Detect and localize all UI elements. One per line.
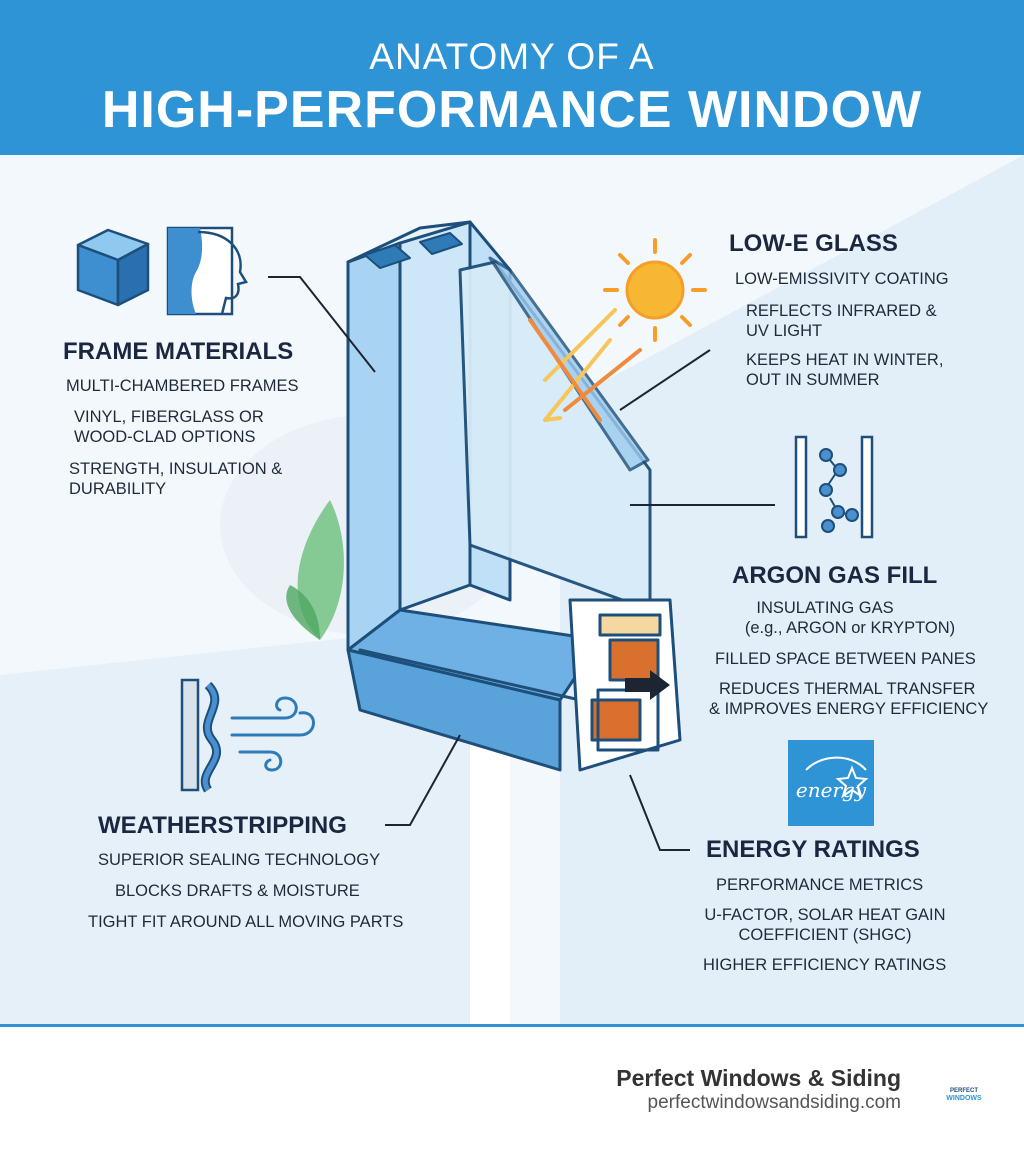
brand-url[interactable]: perfectwindowsandsiding.com (647, 1092, 901, 1113)
argon-item-3b: & IMPROVES ENERGY EFFICIENCY (709, 700, 989, 718)
svg-text:WINDOWS: WINDOWS (946, 1095, 982, 1102)
frame-materials-heading: FRAME MATERIALS (63, 338, 294, 365)
wind-icon (180, 678, 315, 793)
lowe-item-3a: KEEPS HEAT IN WINTER, (746, 351, 944, 369)
footer-divider (0, 1024, 1024, 1027)
sun-icon (603, 238, 707, 342)
argon-item-1b: (e.g., ARGON or KRYPTON) (744, 619, 956, 637)
leaf-icon (286, 500, 344, 640)
weather-item-1: SUPERIOR SEALING TECHNOLOGY (98, 851, 381, 869)
frame-item-2a: VINYL, FIBERGLASS OR (74, 408, 264, 426)
energy-item-1: PERFORMANCE METRICS (716, 876, 924, 894)
weatherstripping-heading: WEATHERSTRIPPING (98, 812, 347, 839)
light-rays (528, 308, 642, 422)
energy-item-2a: U-FACTOR, SOLAR HEAT GAIN (704, 906, 946, 924)
frame-item-3a: STRENGTH, INSULATION & (69, 460, 283, 478)
argon-item-1a: INSULATING GAS (756, 599, 894, 617)
svg-text:PERFECT: PERFECT (950, 1088, 978, 1094)
argon-gas-heading: ARGON GAS FILL (732, 562, 938, 589)
frame-item-2b: WOOD-CLAD OPTIONS (74, 428, 256, 446)
lowe-item-2a: REFLECTS INFRARED & (746, 302, 937, 320)
title-line-2: HIGH-PERFORMANCE WINDOW (101, 81, 923, 139)
weather-item-2: BLOCKS DRAFTS & MOISTURE (115, 882, 360, 900)
energy-star-icon: energy (788, 740, 874, 826)
title-line-1: ANATOMY OF A (369, 36, 655, 77)
energy-logo-text: energy (796, 778, 867, 802)
molecule-icon (794, 435, 874, 539)
argon-item-3a: REDUCES THERMAL TRANSFER (719, 680, 976, 698)
argon-item-2: FILLED SPACE BETWEEN PANES (715, 650, 976, 668)
energy-item-2b: COEFFICIENT (SHGC) (738, 926, 912, 944)
cube-icon (76, 228, 150, 307)
profile-head-icon (166, 226, 248, 316)
header-banner: ANATOMY OF A HIGH-PERFORMANCE WINDOW (0, 0, 1024, 155)
brand-name: Perfect Windows & Siding (616, 1065, 901, 1091)
energy-item-3: HIGHER EFFICIENCY RATINGS (703, 956, 947, 974)
energy-ratings-heading: ENERGY RATINGS (706, 836, 920, 863)
leader-lines (268, 276, 775, 851)
window-frame (346, 220, 682, 772)
frame-item-3b: DURABILITY (69, 480, 167, 498)
lowe-item-1: LOW-EMISSIVITY COATING (735, 270, 949, 288)
window-diagram: energy (76, 220, 874, 851)
frame-item-1: MULTI-CHAMBERED FRAMES (66, 377, 299, 395)
weather-item-3: TIGHT FIT AROUND ALL MOVING PARTS (88, 913, 404, 931)
lowe-item-2b: UV LIGHT (746, 322, 823, 340)
lowe-item-3b: OUT IN SUMMER (746, 371, 880, 389)
brand-logo-icon: PERFECT WINDOWS (942, 1083, 986, 1105)
low-e-glass-heading: LOW-E GLASS (729, 230, 898, 257)
